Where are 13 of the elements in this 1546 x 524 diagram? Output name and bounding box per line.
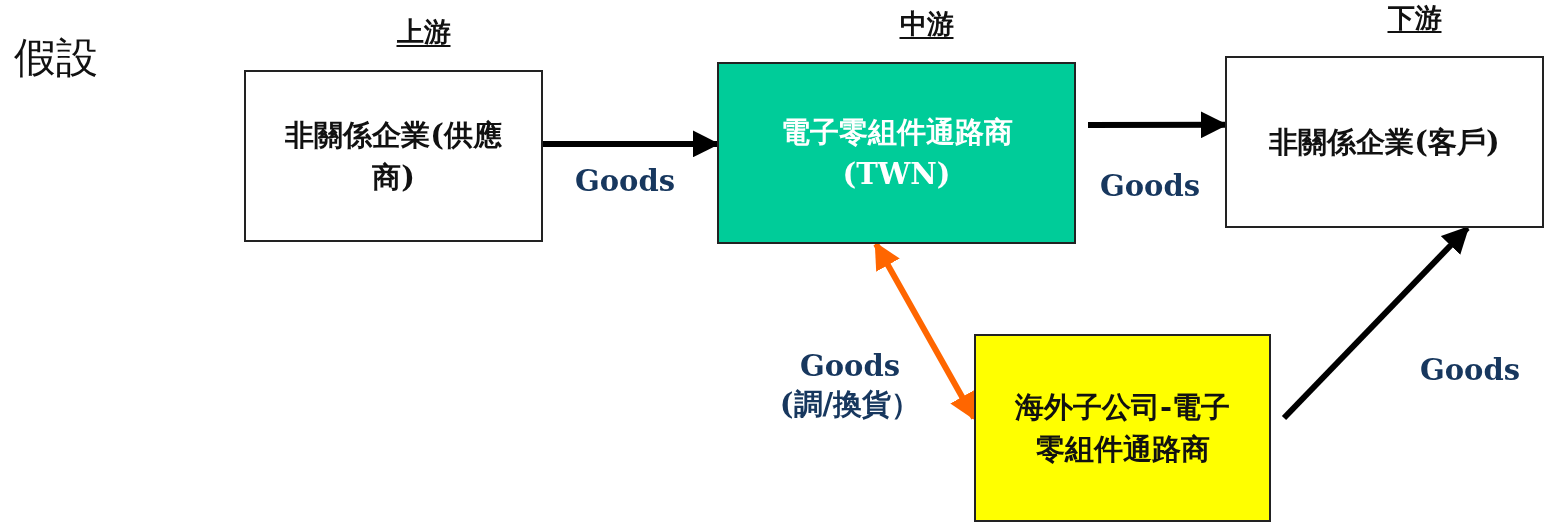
entity-box — [974, 334, 1271, 522]
edge-label: Goods — [1098, 168, 1202, 205]
entity-name: 電子零組件通路商 (TWN) — [779, 113, 1014, 193]
edge-label: Goods (調/換貨） — [778, 348, 922, 423]
edge-label: Goods — [1418, 352, 1522, 389]
column-header: 中游 — [899, 8, 954, 41]
entity-name: 海外子公司-電子零組件通路商 — [1013, 388, 1231, 468]
entity-name: 非關係企業(客戶) — [1269, 123, 1500, 161]
slide-title: 假設 — [14, 32, 98, 84]
column-header: 上游 — [396, 16, 451, 49]
column-header: 下游 — [1387, 2, 1442, 35]
edge-label: Goods — [573, 163, 677, 200]
entity-name: 非關係企業(供應商) — [284, 116, 503, 196]
